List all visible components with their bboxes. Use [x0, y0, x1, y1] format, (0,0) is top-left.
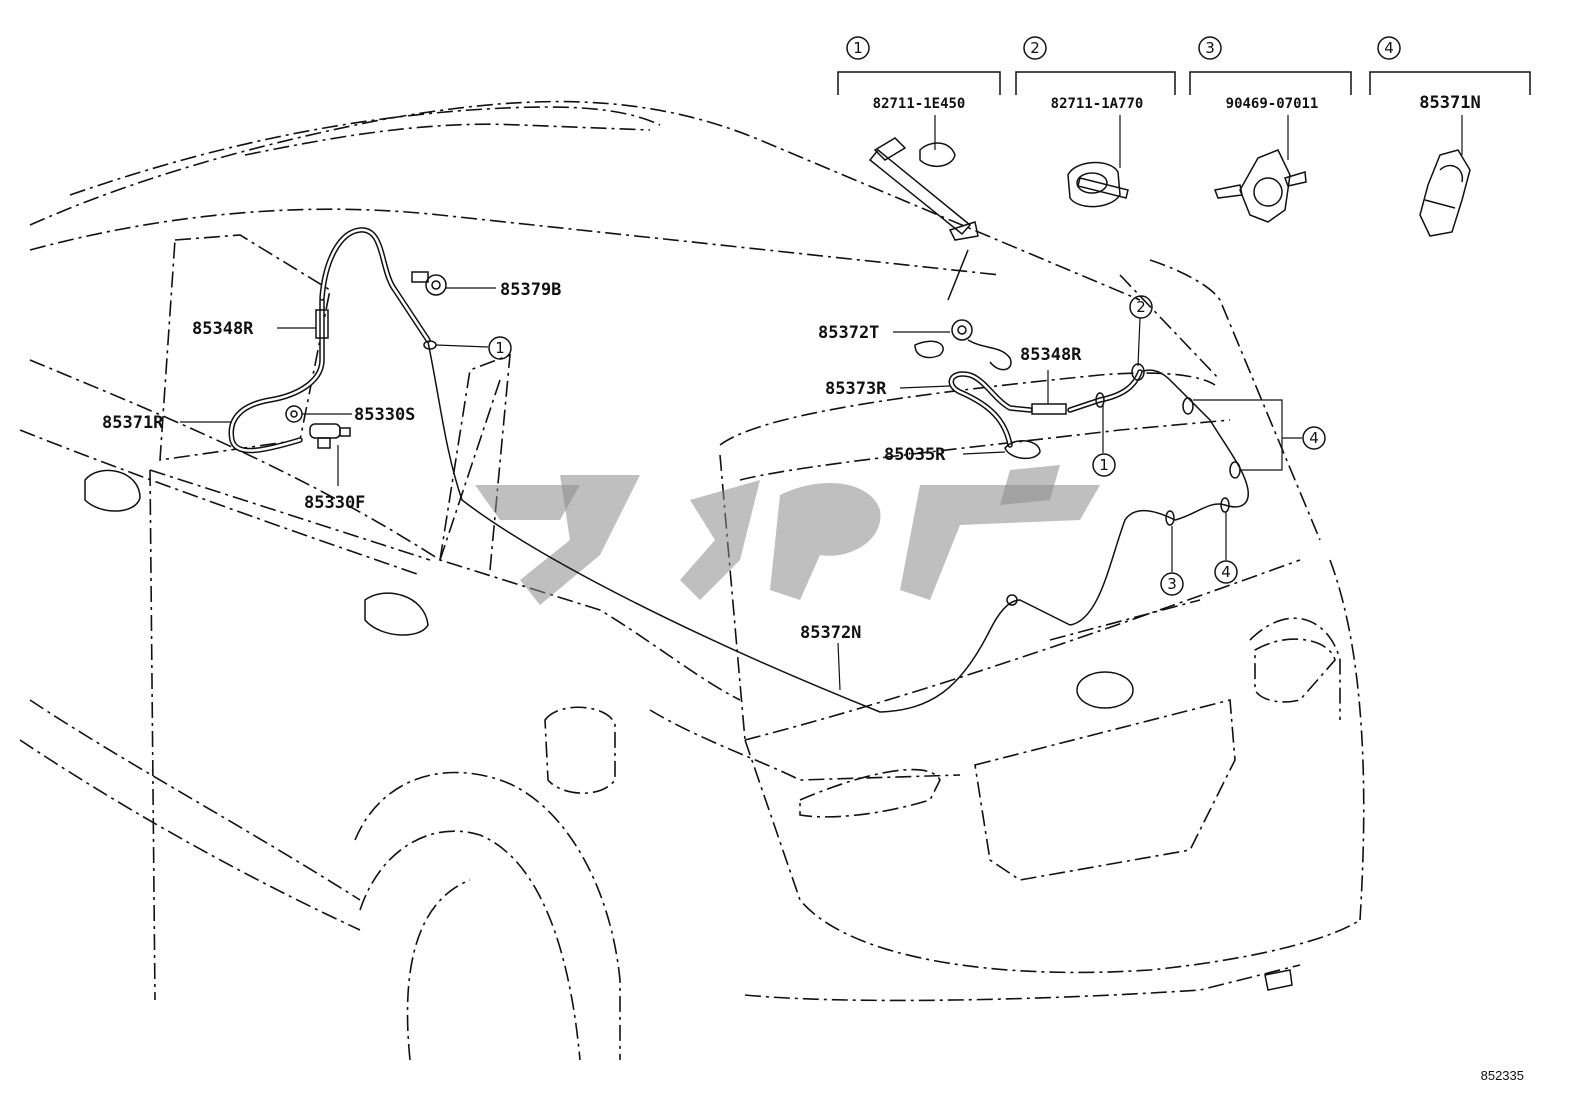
legend-index-3: 3 — [1205, 39, 1215, 57]
legend-part-2: 82711-1A770 — [1051, 96, 1144, 112]
callout-clip-4-low: 4 — [1221, 563, 1231, 581]
washer-hoses — [228, 227, 1249, 713]
washer-pump-icon — [309, 423, 351, 449]
label-85379b: 85379B — [500, 280, 561, 300]
legend-part-3: 90469-07011 — [1226, 96, 1319, 112]
vehicle-outline — [19, 100, 1365, 1061]
legend-part-4: 85371N — [1419, 93, 1480, 113]
grommet-icon — [411, 271, 447, 296]
callout-clip-3: 3 — [1167, 575, 1177, 593]
part-icons — [285, 249, 1241, 606]
legend-index-4: 4 — [1384, 39, 1394, 57]
diagram-id: 852335 — [1481, 1068, 1524, 1083]
clip-4-icon — [1419, 149, 1471, 237]
label-85330f: 85330F — [304, 493, 365, 513]
label-85348r-right: 85348R — [1020, 345, 1082, 365]
label-85371r: 85371R — [102, 413, 164, 433]
callout-clip-4-side: 4 — [1309, 429, 1319, 447]
clip-2-icon — [1067, 161, 1129, 208]
callout-clip-2: 2 — [1136, 298, 1146, 316]
label-85330s: 85330S — [354, 405, 415, 425]
callout-clip-1-top: 1 — [495, 339, 505, 357]
label-85035r: 85035R — [884, 445, 946, 465]
watermark — [475, 465, 1100, 605]
label-85348r-left: 85348R — [192, 319, 254, 339]
legend-index-2: 2 — [1030, 39, 1040, 57]
clip-1-icon — [868, 137, 979, 241]
nozzle-cap-icon — [1004, 440, 1041, 460]
label-85372n: 85372N — [800, 623, 861, 643]
legend-clip-drawings — [868, 137, 1471, 241]
callout-clip-1-mid: 1 — [1099, 456, 1109, 474]
label-85373r: 85373R — [825, 379, 887, 399]
clip-3-icon — [1213, 149, 1307, 223]
clip-callouts: 1 2 1 4 3 4 — [435, 295, 1326, 596]
legend-index-1: 1 — [853, 39, 863, 57]
legend: 1 2 3 4 82711-1E450 82711-1A770 90469-07… — [837, 36, 1531, 168]
part-labels: 85379B 85348R 85371R 85330S 85330F 85372… — [102, 280, 1082, 691]
label-85372t: 85372T — [818, 323, 879, 343]
washer-nozzle-icon — [914, 249, 1012, 371]
seal-ring-icon — [285, 405, 303, 423]
legend-part-1: 82711-1E450 — [873, 96, 966, 112]
